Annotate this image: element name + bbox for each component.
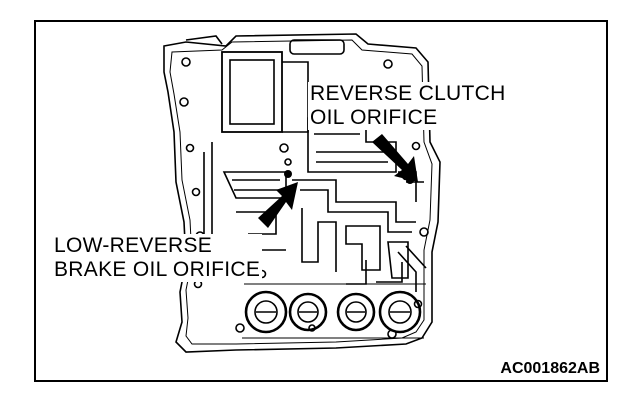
reverse-clutch-arrow <box>372 134 418 182</box>
low-reverse-orifice <box>284 170 292 178</box>
callout-reverse-line2: OIL ORIFICE <box>310 106 438 129</box>
low-reverse-arrow <box>258 182 298 228</box>
callout-low-reverse-brake-oil-orifice: LOW-REVERSE BRAKE OIL ORIFICE <box>52 234 263 282</box>
callout-reverse-line1: REVERSE CLUTCH <box>310 82 506 105</box>
figure-frame: REVERSE CLUTCH OIL ORIFICE LOW-REVERSE B… <box>34 20 608 382</box>
valve-body-outline <box>163 33 441 353</box>
solenoid-ring-3 <box>336 292 376 332</box>
figure-code: AC001862AB <box>498 360 602 378</box>
callout-lowrev-line1: LOW-REVERSE <box>54 234 213 257</box>
callout-lowrev-line2: BRAKE OIL ORIFICE <box>54 258 261 281</box>
solenoid-ring-2 <box>288 292 328 332</box>
solenoid-ring-1 <box>244 290 288 334</box>
solenoid-ring-4 <box>378 290 422 334</box>
valve-body-drawing <box>163 33 441 353</box>
callout-reverse-clutch-oil-orifice: REVERSE CLUTCH OIL ORIFICE <box>308 82 508 130</box>
